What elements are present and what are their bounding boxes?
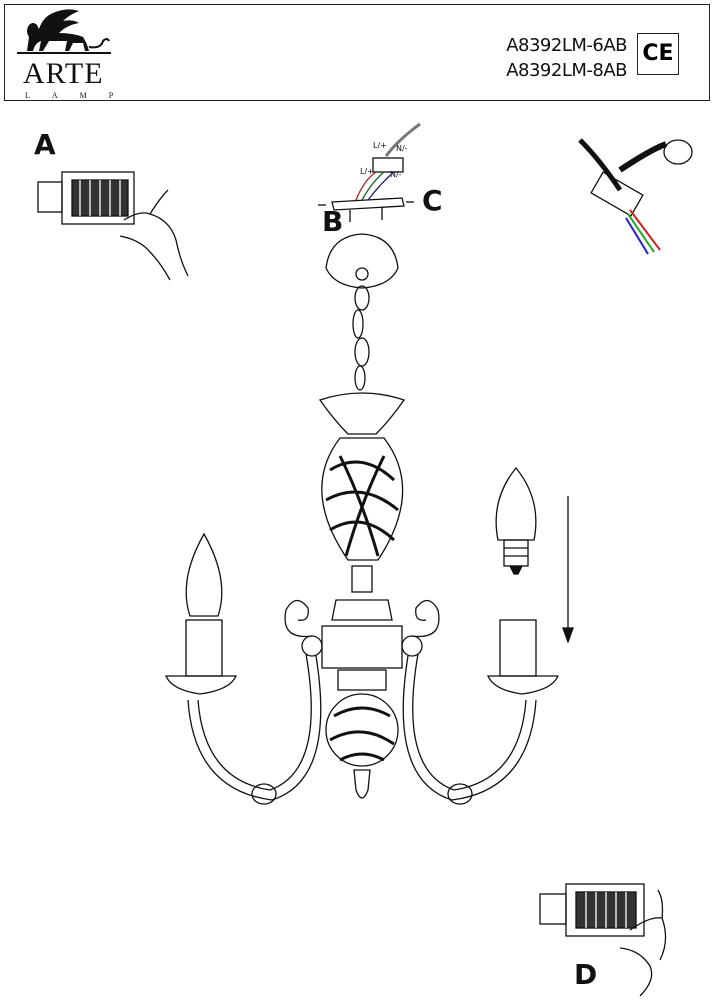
brand-sub-letter: A [51, 91, 58, 100]
candle-bulb-loose [495, 466, 537, 575]
step-label-a: A [34, 128, 56, 161]
wire-connector-diagram [578, 138, 693, 255]
brand-name: ARTE [23, 57, 104, 90]
terminal-block-d [539, 883, 667, 997]
hand-icon [119, 189, 189, 281]
live-label: L/+ [373, 141, 387, 150]
live-label: L/+ [360, 167, 374, 176]
candle-bulb [185, 532, 223, 617]
chain [352, 285, 370, 391]
brand-sub-letter: L [25, 91, 30, 100]
arrow-down-icon [562, 496, 574, 644]
mounting-bracket [318, 122, 421, 222]
step-label-b: B [322, 205, 344, 238]
brand-logo: ARTE L A M P [13, 7, 115, 100]
neutral-label: N/- [396, 144, 408, 153]
terminal-block-a [37, 171, 135, 225]
model-numbers: A8392LM-6AB A8392LM-8AB [506, 33, 627, 83]
step-label-d: D [574, 958, 598, 991]
winged-lion-icon [17, 9, 111, 54]
header: ARTE L A M P A8392LM-6AB A8392LM-8AB CE [4, 4, 710, 101]
model-number: A8392LM-6AB [506, 35, 627, 56]
brand-sub-letter: M [79, 91, 87, 100]
brand-subtitle: L A M P [25, 91, 113, 100]
canopy [325, 233, 399, 289]
model-number: A8392LM-8AB [506, 60, 627, 81]
ce-mark: CE [637, 33, 679, 75]
neutral-label: N/- [390, 170, 402, 179]
chandelier-body [165, 392, 559, 805]
brand-sub-letter: P [108, 91, 114, 100]
step-label-c: C [422, 184, 443, 217]
